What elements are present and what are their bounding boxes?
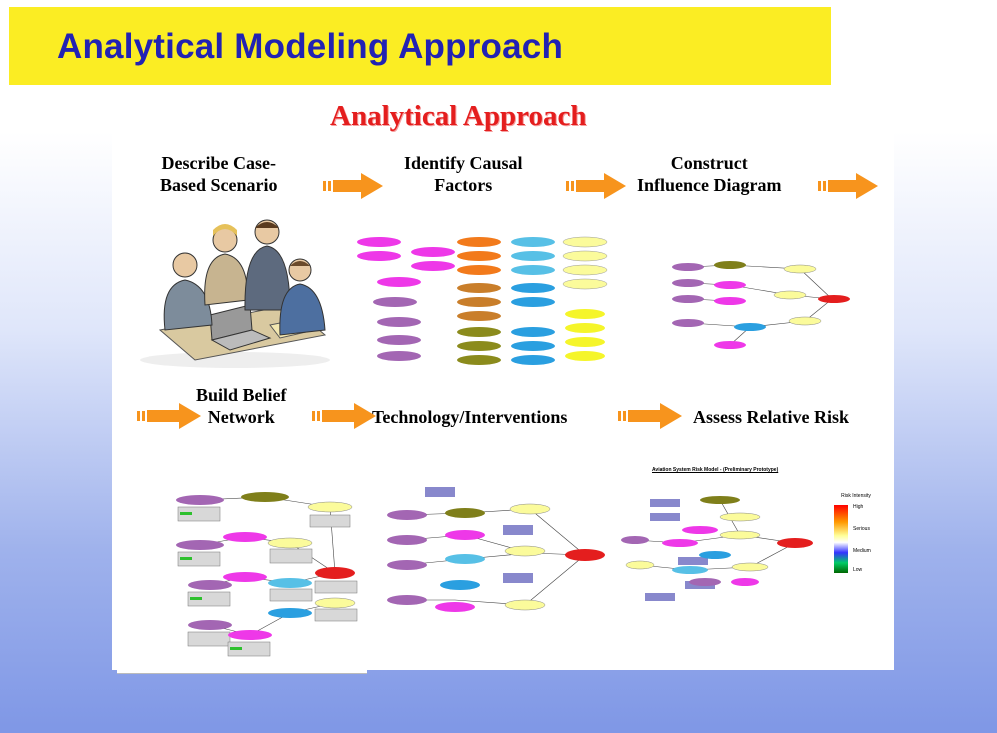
main-heading: Analytical Approach: [330, 100, 587, 132]
belief-network-thumbnail: [176, 492, 358, 657]
step-label-line: Network: [207, 407, 275, 427]
arrow-right-icon: [618, 403, 682, 429]
arrow-right-icon: [323, 173, 383, 199]
step-describe-scenario: Describe Case- Based Scenario: [160, 152, 278, 196]
step-assess-risk: Assess Relative Risk: [693, 406, 849, 428]
influence-diagram-thumbnail: [672, 261, 850, 349]
step-build-network: Build Belief Network: [196, 384, 287, 428]
step-label-line: Based Scenario: [160, 175, 278, 195]
title-bar: Analytical Modeling Approach: [9, 7, 831, 85]
arrow-right-icon: [137, 403, 201, 429]
step-label-line: Identify Causal: [404, 153, 523, 173]
arrow-right-icon: [566, 173, 626, 199]
risk-level-medium: Medium: [853, 548, 871, 554]
step-label-line: Build Belief: [196, 385, 287, 405]
risk-level-serious: Serious: [853, 526, 870, 532]
arrow-right-icon: [312, 403, 376, 429]
risk-level-high: High: [853, 504, 864, 510]
slide-title: Analytical Modeling Approach: [57, 27, 564, 66]
step-label-line: Construct: [670, 153, 748, 173]
risk-model-thumbnail: [621, 496, 813, 601]
business-people-clipart: [140, 219, 330, 368]
step-construct-diagram: Construct Influence Diagram: [637, 152, 781, 196]
step-identify-factors: Identify Causal Factors: [404, 152, 523, 196]
technology-interventions-thumbnail: [387, 487, 605, 612]
risk-legend-title: Risk Intensity: [841, 493, 871, 499]
step-technology: Technology/Interventions: [372, 406, 567, 428]
step-label-line: Technology/Interventions: [372, 407, 568, 427]
arrow-right-icon: [818, 173, 878, 199]
risk-level-low: Low: [853, 567, 863, 573]
step-label-line: Describe Case-: [161, 153, 276, 173]
step-label-line: Factors: [434, 175, 493, 195]
step-label-line: Influence Diagram: [637, 175, 782, 195]
step-label-line: Assess Relative Risk: [693, 407, 849, 427]
causal-factors-thumbnail: [357, 236, 608, 365]
risk-model-title: Aviation System Risk Model - (Preliminar…: [652, 467, 779, 473]
risk-intensity-scale: [834, 505, 848, 573]
